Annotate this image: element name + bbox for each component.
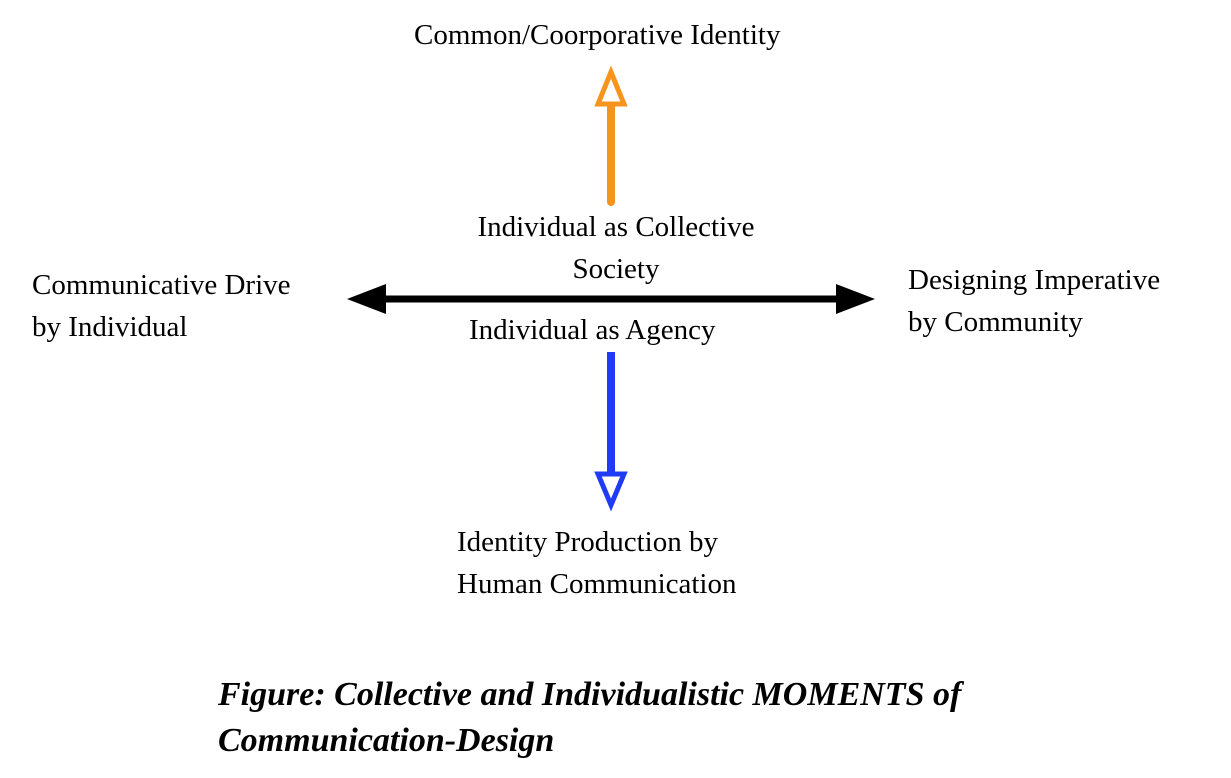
center-upper-line-2: Society — [572, 253, 660, 285]
right-label: Designing Imperative by Community — [908, 259, 1160, 343]
bottom-label-line-1: Identity Production by — [457, 526, 718, 558]
right-label-line-2: by Community — [908, 306, 1083, 338]
center-upper-label: Individual as Collective Society — [456, 206, 776, 290]
down-arrow — [594, 352, 628, 512]
horizontal-double-arrow — [347, 284, 875, 314]
top-label-text: Common/Coorporative Identity — [414, 19, 781, 51]
up-arrowhead — [594, 65, 628, 107]
figure-caption: Figure: Collective and Individualistic M… — [218, 672, 961, 764]
center-lower-label: Individual as Agency — [469, 309, 715, 351]
top-label: Common/Coorporative Identity — [414, 14, 780, 56]
bottom-label-line-2: Human Communication — [457, 568, 737, 600]
left-label-line-1: Communicative Drive — [32, 269, 291, 301]
caption-line-1: Figure: Collective and Individualistic M… — [218, 676, 962, 713]
down-arrowhead — [594, 471, 628, 512]
center-lower-text: Individual as Agency — [469, 314, 716, 346]
center-upper-line-1: Individual as Collective — [477, 211, 755, 243]
left-label: Communicative Drive by Individual — [32, 264, 291, 348]
right-arrowhead — [836, 284, 875, 314]
left-label-line-2: by Individual — [32, 311, 188, 343]
caption-line-2: Communication-Design — [218, 722, 555, 759]
left-arrowhead — [347, 284, 386, 314]
right-label-line-1: Designing Imperative — [908, 264, 1161, 296]
up-arrow — [594, 65, 628, 206]
bottom-label: Identity Production by Human Communicati… — [457, 521, 737, 605]
